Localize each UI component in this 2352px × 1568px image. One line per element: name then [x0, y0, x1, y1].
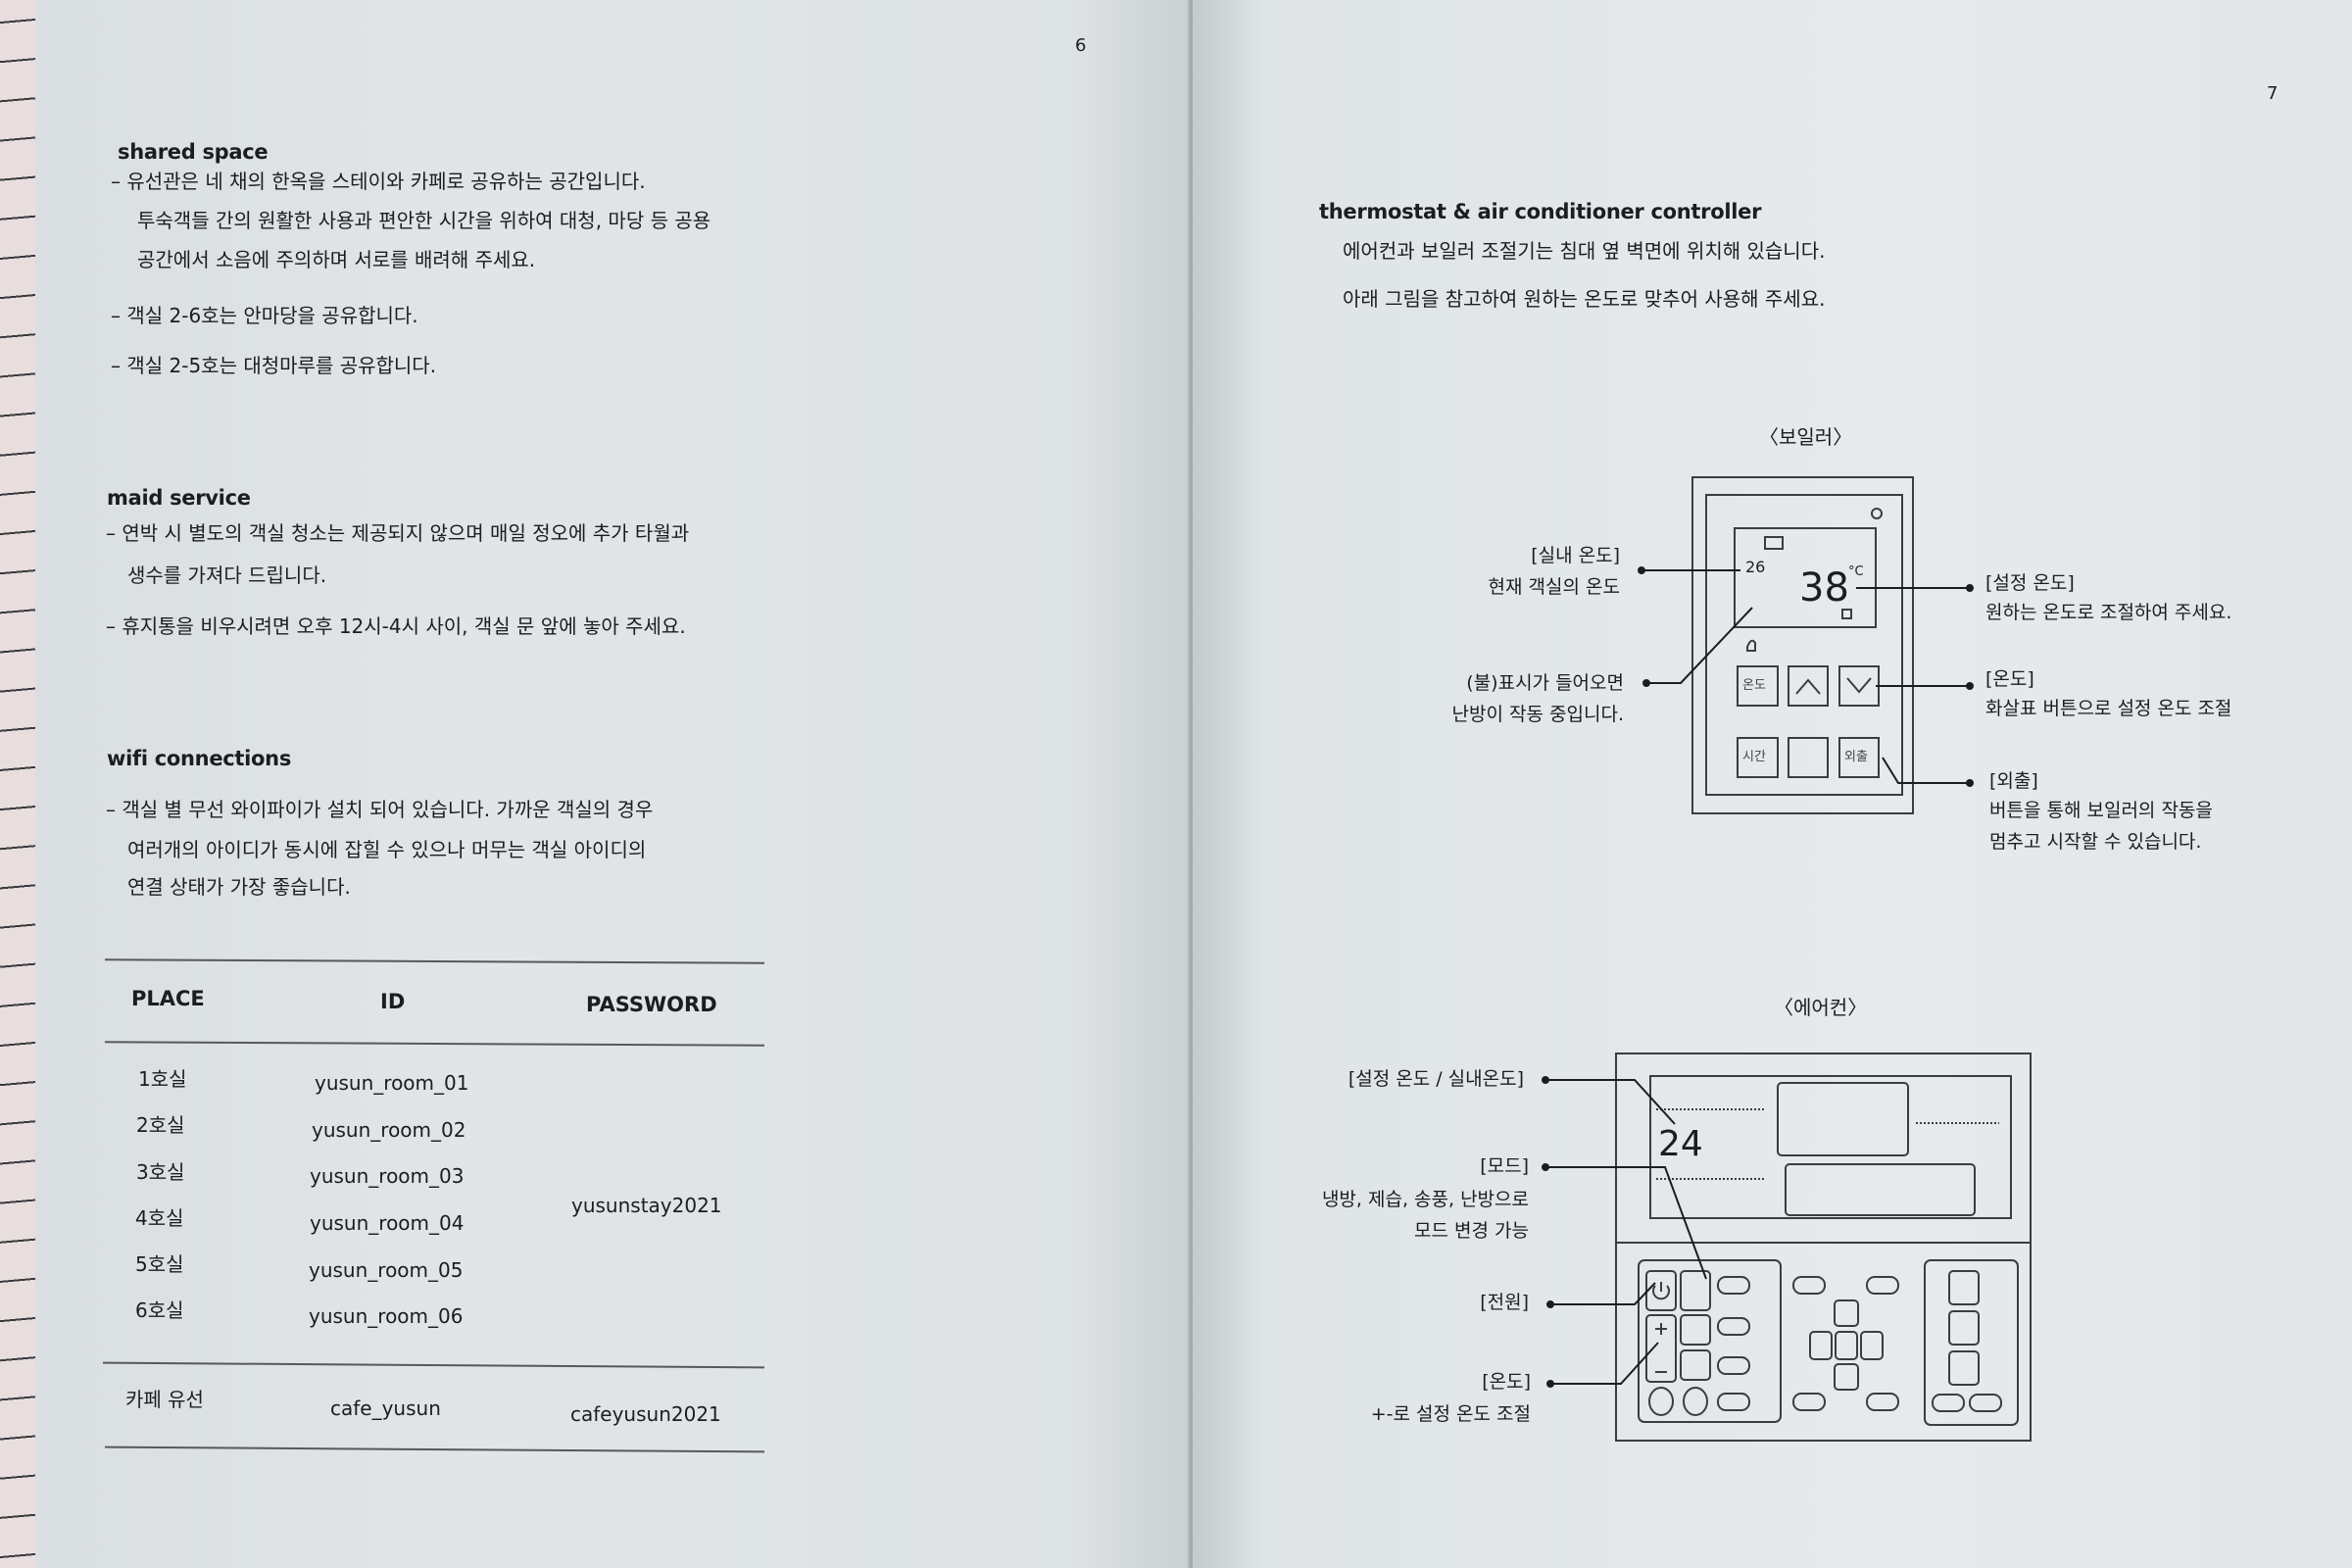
label-flame-line1: (불)표시가 들어오면 — [1466, 672, 1624, 694]
boiler-away-button-label: 외출 — [1844, 750, 1868, 764]
boiler-temp-button-label: 온도 — [1742, 678, 1766, 693]
boiler-room-temp-readout: 26 — [1745, 558, 1766, 576]
cell-place: 5호실 — [135, 1252, 184, 1276]
table-header-place: PLACE — [131, 987, 205, 1010]
cell-place: 2호실 — [136, 1113, 185, 1137]
cell-id: yusun_room_06 — [309, 1304, 464, 1328]
bullet-text: 생수를 가져다 드립니다. — [127, 564, 327, 587]
intro-text: 아래 그림을 참고하여 원하는 온도로 맞추어 사용해 주세요. — [1343, 287, 1826, 311]
bullet-text: – 객실 2-6호는 안마당을 공유합니다. — [111, 304, 418, 327]
label-room-temp-title: [실내 온도] — [1531, 545, 1620, 566]
label-temp-title: [온도] — [1985, 668, 2034, 690]
cell-place: 카페 유선 — [125, 1388, 204, 1411]
intro-text: 에어컨과 보일러 조절기는 침대 옆 벽면에 위치해 있습니다. — [1343, 239, 1826, 263]
book-spine — [1188, 0, 1196, 1568]
table-rule — [105, 1446, 764, 1453]
cell-id: cafe_yusun — [330, 1396, 441, 1420]
table-rule — [103, 1361, 764, 1369]
page-number: 6 — [1075, 35, 1087, 56]
section-heading-shared-space: shared space — [118, 140, 269, 164]
label-temp-desc: 화살표 버튼으로 설정 온도 조절 — [1985, 698, 2232, 719]
bullet-text: 공간에서 소음에 주의하며 서로를 배려해 주세요. — [137, 248, 536, 271]
cell-password: cafeyusun2021 — [570, 1402, 721, 1426]
cell-id: yusun_room_02 — [312, 1118, 466, 1142]
cell-id: yusun_room_01 — [315, 1071, 469, 1095]
label-room-temp-desc: 현재 객실의 온도 — [1488, 576, 1620, 598]
label-adjust-desc: +-로 설정 온도 조절 — [1370, 1403, 1531, 1425]
table-rule — [104, 1041, 765, 1047]
bullet-text: – 휴지통을 비우시려면 오후 12시-4시 사이, 객실 문 앞에 놓아 주세… — [106, 614, 686, 638]
cell-place: 1호실 — [138, 1067, 187, 1091]
cell-password-shared: yusunstay2021 — [571, 1194, 722, 1217]
label-flame-line2: 난방이 작동 중입니다. — [1451, 704, 1624, 725]
section-heading-thermostat: thermostat & air conditioner controller — [1319, 200, 1762, 223]
label-away-title: [외출] — [1989, 770, 2038, 792]
bullet-text: 여러개의 아이디가 동시에 잡힐 수 있으나 머무는 객실 아이디의 — [127, 838, 647, 861]
label-adjust-title: [온도] — [1482, 1371, 1531, 1393]
bullet-text: – 연박 시 별도의 객실 청소는 제공되지 않으며 매일 정오에 추가 타월과 — [106, 521, 690, 545]
section-heading-maid-service: maid service — [107, 486, 251, 510]
spiral-binding-edge — [0, 0, 35, 1568]
label-away-desc1: 버튼을 통해 보일러의 작동을 — [1989, 800, 2213, 821]
left-page: 6 shared space – 유선관은 네 채의 한옥을 스테이와 카페로 … — [0, 0, 1193, 1568]
cell-id: yusun_room_05 — [309, 1258, 464, 1282]
label-away-desc2: 멈추고 시작할 수 있습니다. — [1989, 831, 2202, 853]
table-rule — [104, 958, 765, 964]
bullet-text: 투숙객들 간의 원활한 사용과 편안한 시간을 위하여 대청, 마당 등 공용 — [137, 209, 711, 232]
boiler-set-temp-readout: 38 — [1799, 565, 1849, 611]
bullet-text: – 유선관은 네 채의 한옥을 스테이와 카페로 공유하는 공간입니다. — [111, 170, 646, 193]
cell-place: 4호실 — [135, 1206, 184, 1230]
bullet-text: – 객실 2-5호는 대청마루를 공유합니다. — [111, 354, 437, 377]
section-heading-wifi: wifi connections — [107, 747, 292, 770]
cell-place: 6호실 — [135, 1298, 184, 1322]
label-mode-desc1: 냉방, 제습, 송풍, 난방으로 — [1321, 1189, 1529, 1210]
right-page — [1193, 0, 2352, 1568]
aircon-title: 〈에어컨〉 — [1774, 996, 1868, 1019]
label-set-temp-desc: 원하는 온도로 조절하여 주세요. — [1985, 602, 2232, 623]
cell-id: yusun_room_04 — [310, 1211, 465, 1235]
boiler-unit: °C — [1848, 564, 1864, 579]
table-header-id: ID — [380, 990, 406, 1013]
label-mode-title: [모드] — [1480, 1155, 1529, 1177]
page-number: 7 — [2267, 83, 2278, 104]
label-mode-desc2: 모드 변경 가능 — [1414, 1220, 1529, 1242]
aircon-temp-readout: 24 — [1658, 1124, 1703, 1164]
label-aircon-temp-title: [설정 온도 / 실내온도] — [1348, 1068, 1524, 1090]
bullet-text: 연결 상태가 가장 좋습니다. — [127, 875, 351, 899]
table-header-password: PASSWORD — [586, 993, 717, 1016]
label-power-title: [전원] — [1480, 1292, 1529, 1313]
cell-place: 3호실 — [136, 1160, 185, 1184]
cell-id: yusun_room_03 — [310, 1164, 465, 1188]
boiler-title: 〈보일러〉 — [1759, 425, 1853, 449]
bullet-text: – 객실 별 무선 와이파이가 설치 되어 있습니다. 가까운 객실의 경우 — [106, 798, 654, 821]
label-set-temp-title: [설정 온도] — [1985, 572, 2075, 594]
boiler-time-button-label: 시간 — [1742, 750, 1766, 764]
